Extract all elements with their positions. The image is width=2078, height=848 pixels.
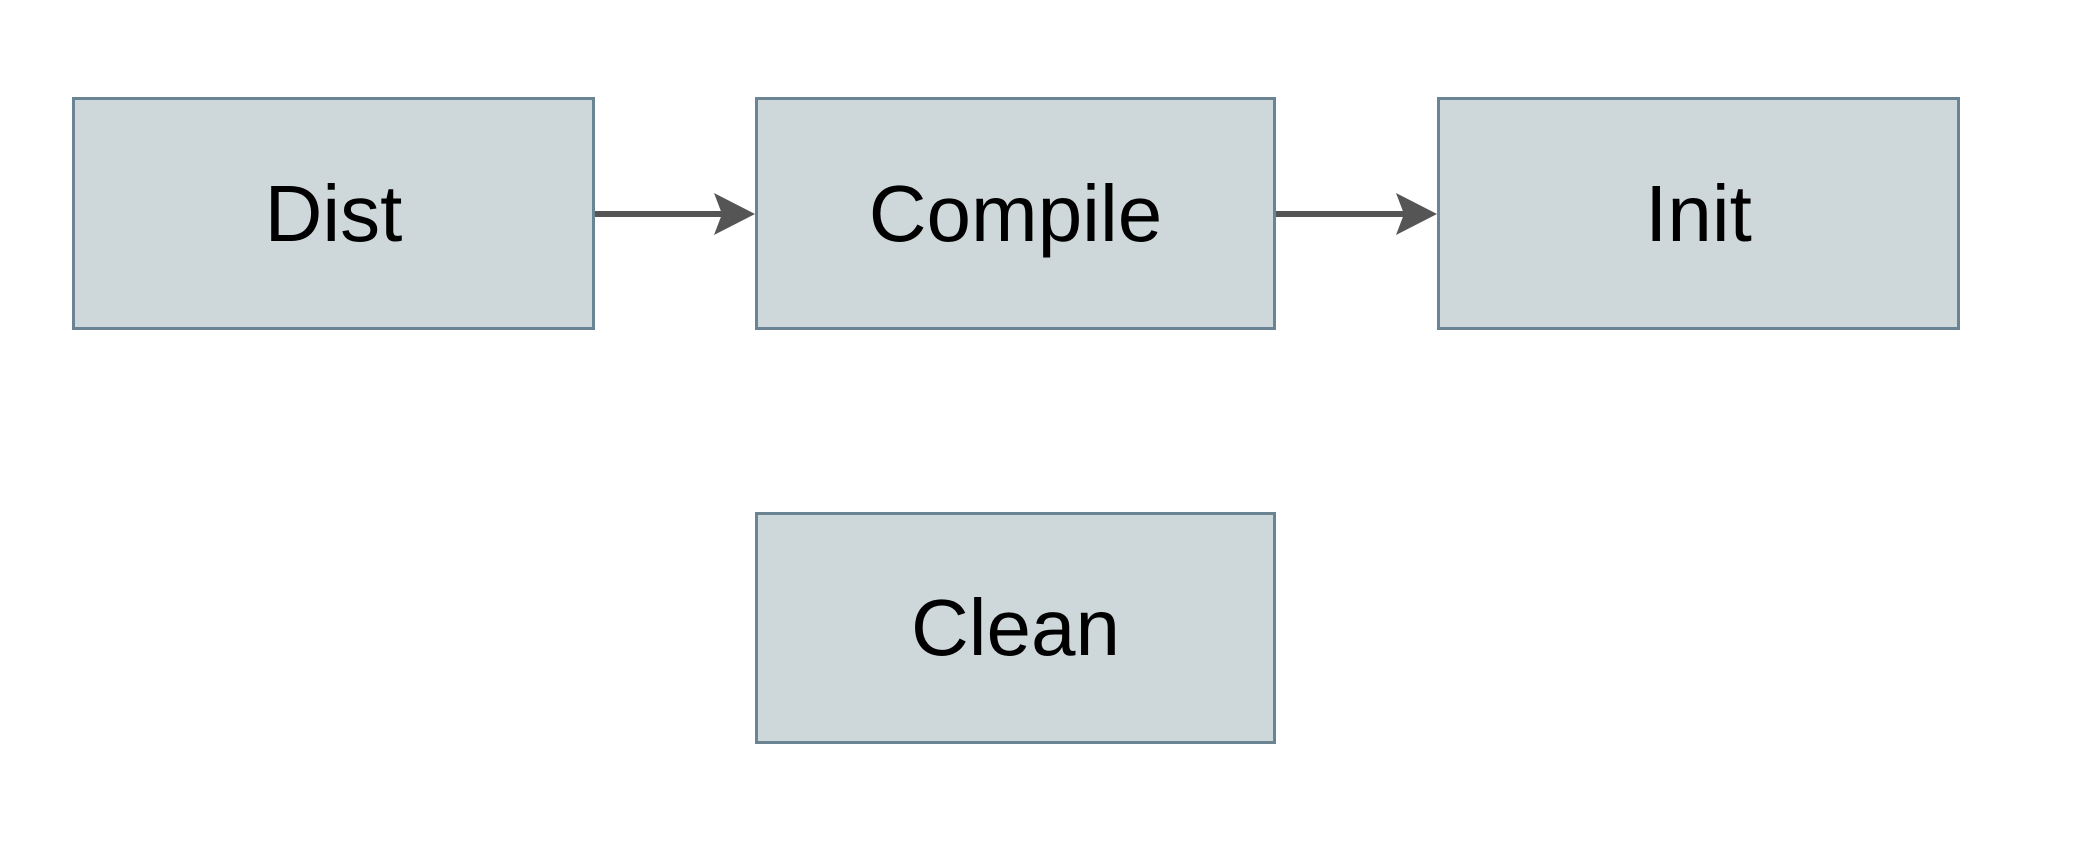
node-init-label: Init <box>1645 168 1752 258</box>
node-compile-label: Compile <box>868 168 1163 258</box>
node-compile[interactable]: Compile <box>755 97 1276 330</box>
node-init[interactable]: Init <box>1437 97 1960 330</box>
node-dist-label: Dist <box>264 168 403 258</box>
node-dist[interactable]: Dist <box>72 97 595 330</box>
arrowhead-icon <box>1396 193 1437 235</box>
node-clean-label: Clean <box>910 583 1121 672</box>
node-clean[interactable]: Clean <box>755 512 1276 744</box>
edge-compile-to-init[interactable] <box>1269 186 1445 242</box>
arrowhead-icon <box>714 193 755 235</box>
edge-dist-to-compile[interactable] <box>588 186 763 242</box>
